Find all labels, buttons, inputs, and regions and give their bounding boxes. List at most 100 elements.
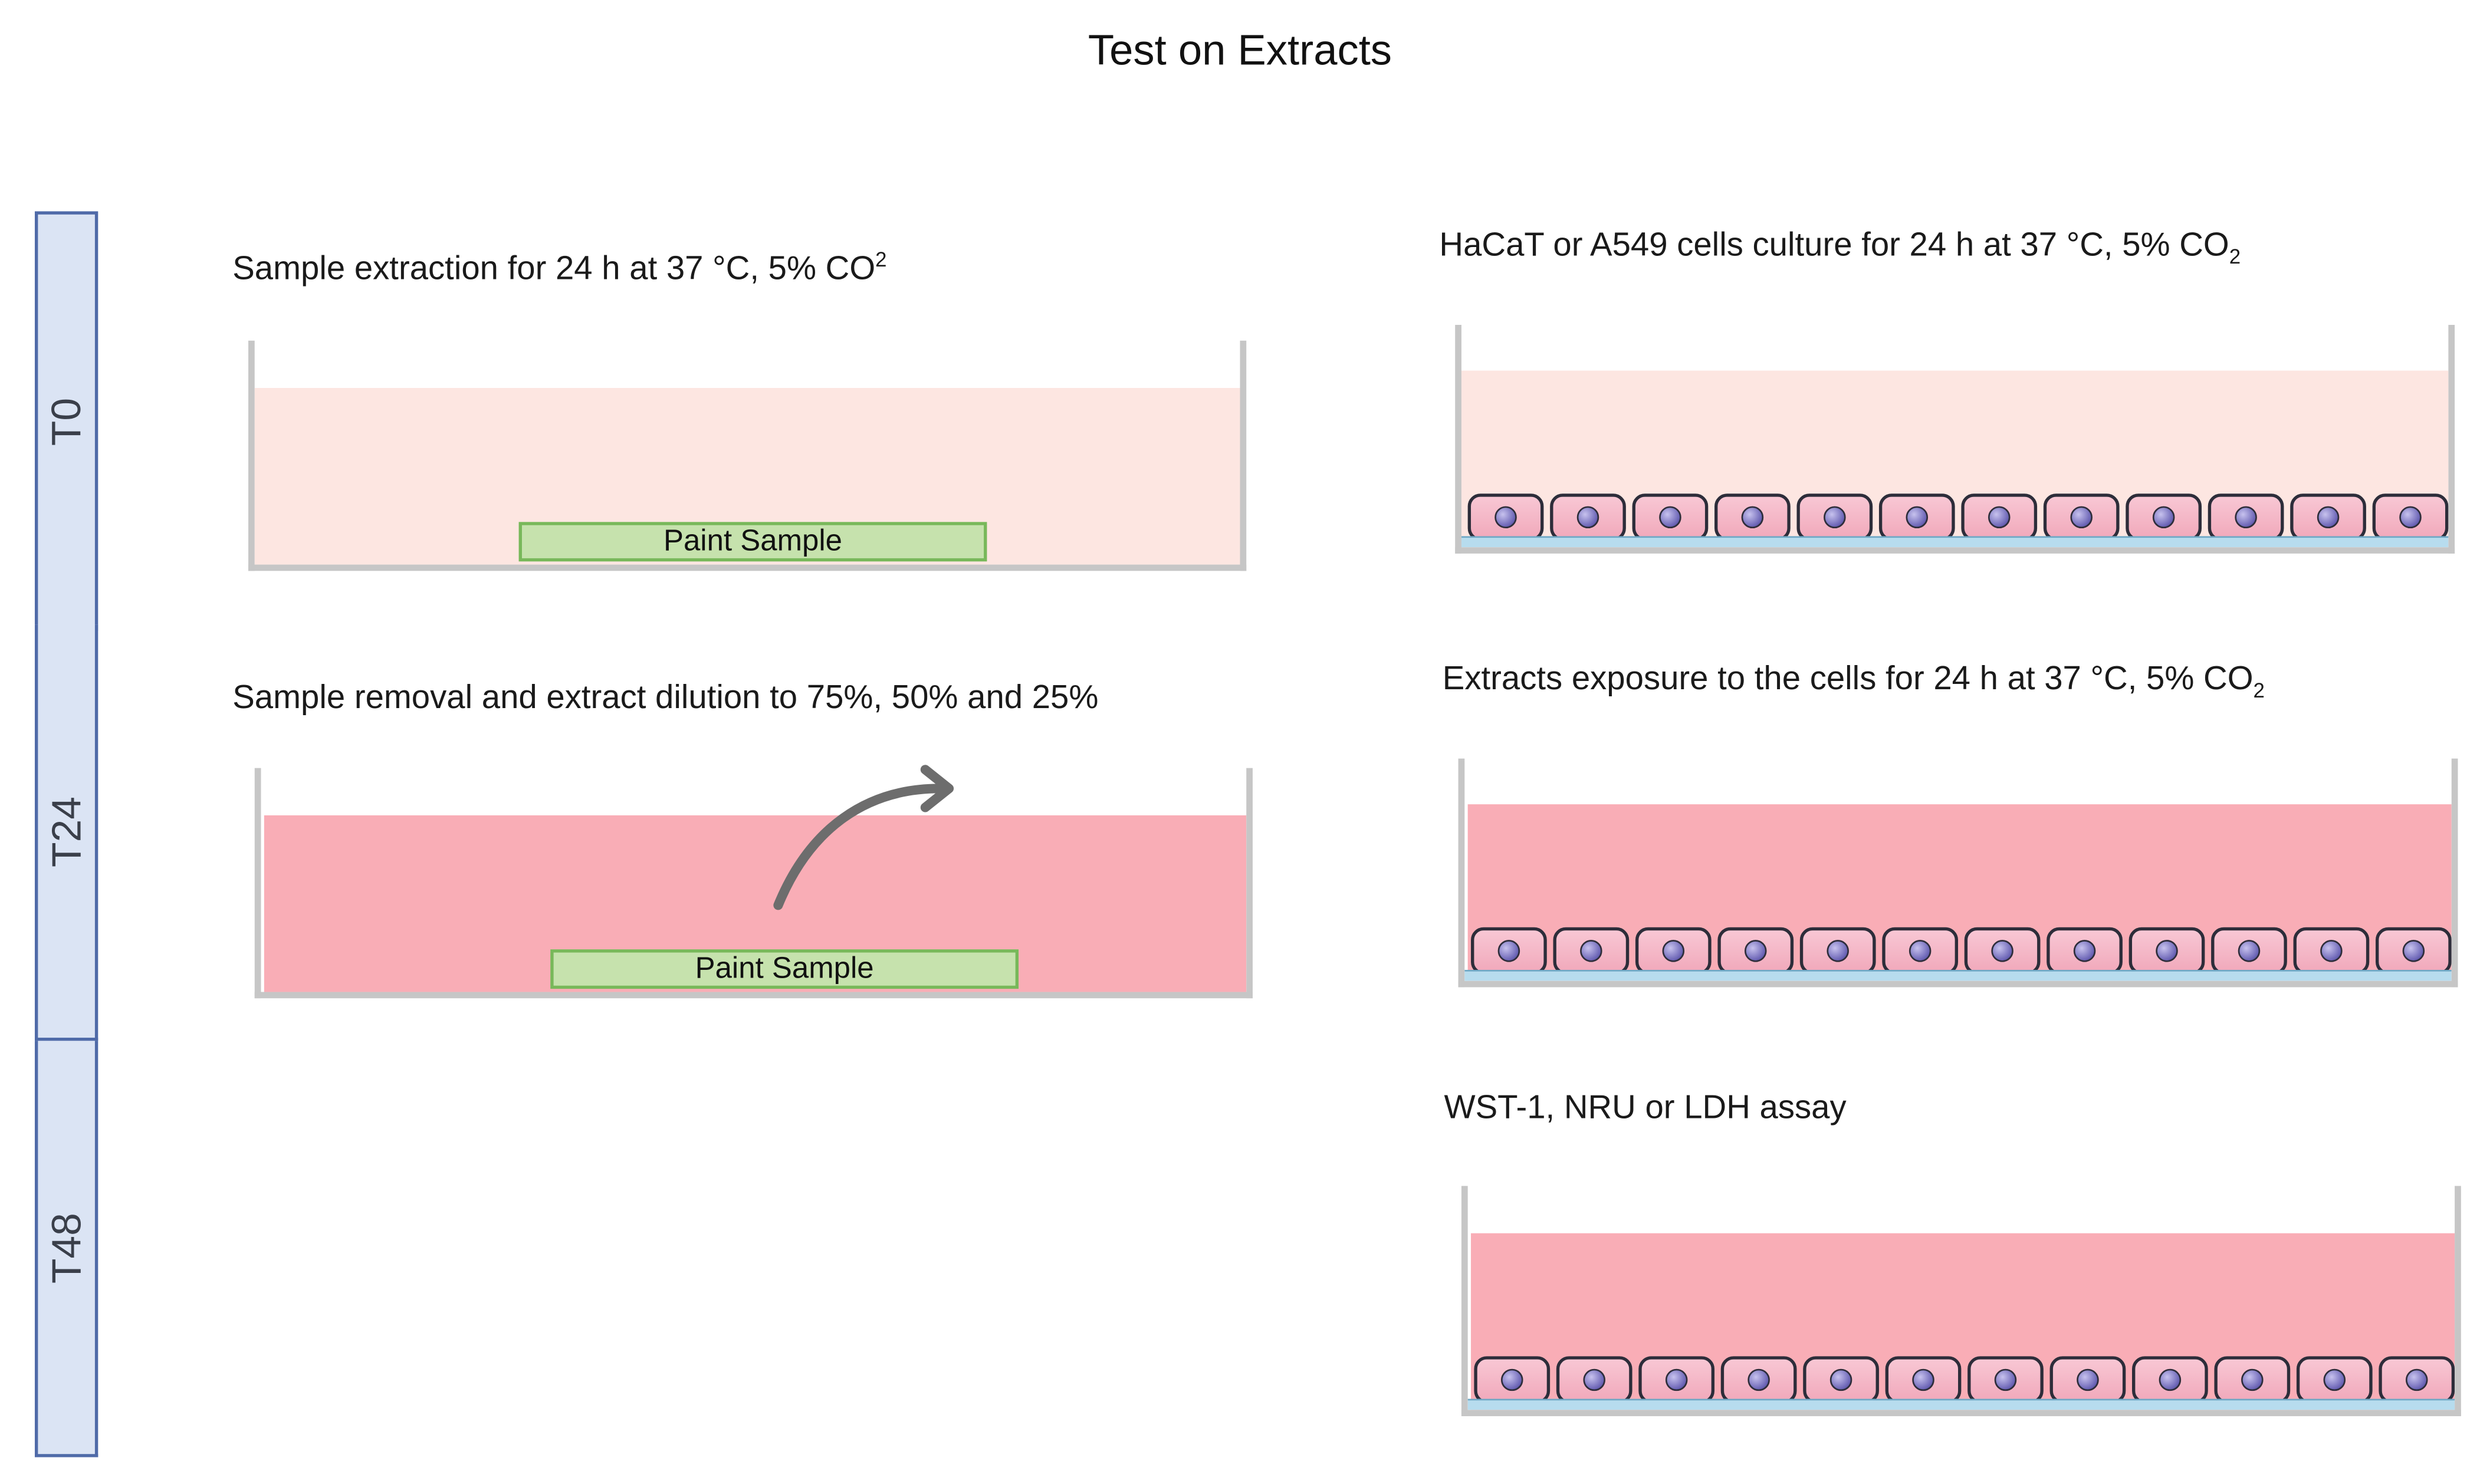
step-exposure-sub: 2 [2253, 678, 2265, 702]
cell-nucleus-icon [2152, 506, 2175, 529]
cell [2379, 1356, 2455, 1404]
cell [1878, 493, 1955, 541]
cell [1553, 927, 1630, 975]
cell [2211, 927, 2287, 975]
cell [2128, 927, 2205, 975]
cell [1717, 927, 1794, 975]
cell [2049, 1356, 2126, 1404]
step-exposure-label: Extracts exposure to the cells for 24 h … [1443, 659, 2265, 712]
cell-nucleus-icon [2073, 940, 2096, 962]
cell-nucleus-icon [1824, 506, 1846, 529]
cell [1556, 1356, 1632, 1404]
cell [1635, 927, 1712, 975]
dish-assay [1461, 1186, 2461, 1416]
cell-nucleus-icon [1494, 506, 1517, 529]
cell-nucleus-icon [1500, 1368, 1523, 1391]
step-removal-label: Sample removal and extract dilution to 7… [232, 678, 1098, 719]
cell-nucleus-icon [1576, 506, 1599, 529]
cell-nucleus-icon [2402, 940, 2425, 962]
cell-nucleus-icon [2399, 506, 2422, 529]
medium-light [1461, 370, 2449, 548]
cell-nucleus-icon [2323, 1368, 2346, 1391]
timepoint-t24: T24 [34, 624, 98, 1041]
cell-nucleus-icon [1497, 940, 1520, 962]
step-extraction-text: Sample extraction for 24 h at 37 °C, 5% … [232, 251, 876, 287]
step-culture-text: HaCaT or A549 cells culture for 24 h at … [1439, 227, 2229, 264]
cell [2376, 927, 2452, 975]
cell [1720, 1356, 1797, 1404]
cell-nucleus-icon [2077, 1368, 2099, 1391]
cell-nucleus-icon [2241, 1368, 2264, 1391]
cell [2296, 1356, 2373, 1404]
cell-nucleus-icon [2156, 940, 2178, 962]
cell-nucleus-icon [1665, 1368, 1688, 1391]
timepoint-t48: T48 [34, 1041, 98, 1457]
timeline: T0 T24 T48 [34, 211, 98, 1457]
step-exposure-text: Extracts exposure to the cells for 24 h … [1442, 660, 2254, 697]
cell [1471, 927, 1547, 975]
cell-nucleus-icon [1659, 506, 1681, 529]
paint-sample: Paint Sample [550, 949, 1019, 989]
cell [2132, 1356, 2208, 1404]
cell-nucleus-icon [1994, 1368, 2017, 1391]
cell-nucleus-icon [1906, 506, 1929, 529]
cell-nucleus-icon [1741, 506, 1764, 529]
step-culture-label: HaCaT or A549 cells culture for 24 h at … [1439, 225, 2241, 278]
cell [1796, 493, 1873, 541]
step-assay-text: WST-1, NRU or LDH assay [1444, 1090, 1847, 1126]
cell-nucleus-icon [1662, 940, 1685, 962]
dish-exposure [1458, 758, 2458, 988]
cell-nucleus-icon [2317, 506, 2340, 529]
cell [1714, 493, 1791, 541]
dish-removal: Paint Sample [254, 768, 1253, 999]
step-assay-label: WST-1, NRU or LDH assay [1444, 1088, 1846, 1130]
cell [1967, 1356, 2044, 1404]
timepoint-t0: T0 [34, 211, 98, 631]
cell [1550, 493, 1626, 541]
cell-nucleus-icon [2405, 1368, 2428, 1391]
step-extraction-sup: 2 [875, 247, 887, 272]
step-removal-text: Sample removal and extract dilution to 7… [232, 679, 1099, 716]
cell [2214, 1356, 2291, 1404]
cell-nucleus-icon [1580, 940, 1602, 962]
cell-nucleus-icon [2320, 940, 2343, 962]
cell [2372, 493, 2449, 541]
cell [1882, 927, 1959, 975]
cell-monolayer [1464, 912, 2452, 981]
cell [2126, 493, 2202, 541]
cell [1803, 1356, 1879, 1404]
cell [1474, 1356, 1551, 1404]
cell-nucleus-icon [2238, 940, 2261, 962]
dish-extraction: Paint Sample [248, 340, 1247, 571]
cell-nucleus-icon [1909, 940, 1932, 962]
cell-monolayer [1467, 1341, 2455, 1410]
cell [2208, 493, 2284, 541]
cell-nucleus-icon [1748, 1368, 1770, 1391]
cell-nucleus-icon [1829, 1368, 1852, 1391]
cell [1467, 493, 1544, 541]
cell-monolayer [1461, 478, 2449, 548]
dish-culture [1455, 325, 2455, 554]
cell-nucleus-icon [1583, 1368, 1605, 1391]
cell-nucleus-icon [2159, 1368, 2182, 1391]
cell-nucleus-icon [1988, 506, 2011, 529]
cell [1632, 493, 1709, 541]
basal-layer [1461, 536, 2449, 548]
paint-sample: Paint Sample [518, 522, 987, 562]
cell-nucleus-icon [2235, 506, 2257, 529]
cell [1638, 1356, 1715, 1404]
medium-dark [1471, 1233, 2455, 1410]
step-extraction-label: Sample extraction for 24 h at 37 °C, 5% … [232, 240, 886, 291]
cell [2293, 927, 2370, 975]
diagram-title: Test on Extracts [1088, 27, 1392, 74]
basal-layer [1464, 970, 2452, 981]
cell-nucleus-icon [1827, 940, 1849, 962]
cell [1885, 1356, 1962, 1404]
cell [1799, 927, 1876, 975]
cell-nucleus-icon [1744, 940, 1767, 962]
cell [2047, 927, 2123, 975]
basal-layer [1467, 1399, 2455, 1410]
cell-nucleus-icon [1912, 1368, 1934, 1391]
